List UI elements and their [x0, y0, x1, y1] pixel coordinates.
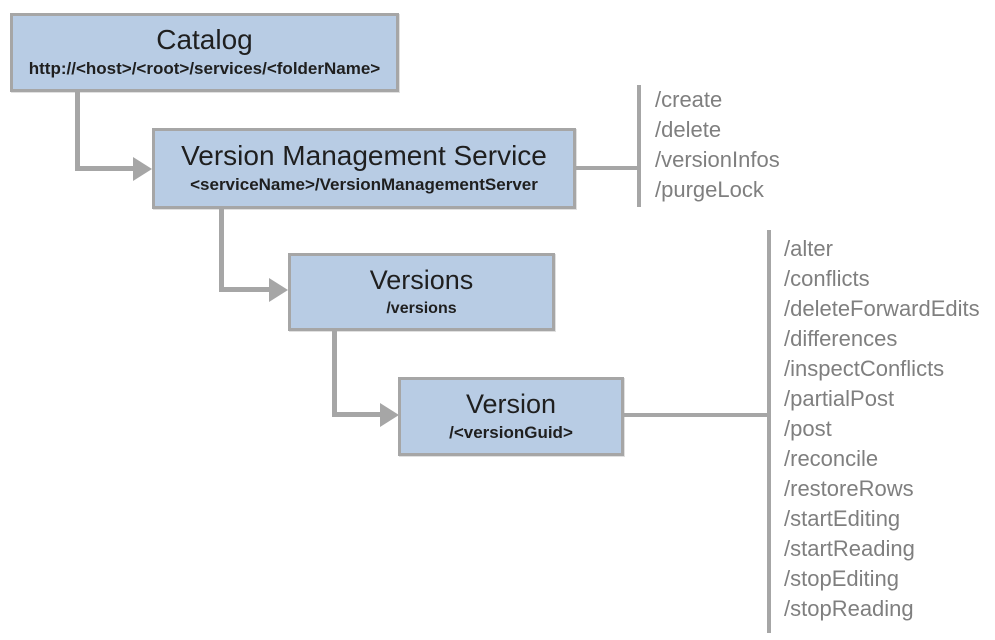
operation-item: /startReading [784, 536, 915, 561]
connector-catalog-to-vms-vertical [75, 91, 80, 171]
operation-item: /stopReading [784, 596, 914, 621]
node-versions: Versions /versions [288, 253, 555, 331]
node-catalog: Catalog http://<host>/<root>/services/<f… [10, 13, 399, 92]
operation-item: /versionInfos [655, 147, 780, 172]
node-versions-url: /versions [386, 299, 457, 317]
arrow-right-icon [380, 403, 399, 427]
node-catalog-title: Catalog [156, 24, 253, 56]
connector-vms-to-versions-vertical [219, 209, 224, 292]
connector-versions-to-version-horizontal [332, 412, 382, 417]
operation-item: /differences [784, 326, 898, 351]
node-version-url: /<versionGuid> [449, 422, 573, 442]
operation-item: /startEditing [784, 506, 901, 531]
node-catalog-url: http://<host>/<root>/services/<folderNam… [28, 59, 381, 79]
operation-item: /create [655, 87, 723, 112]
operation-item: /reconcile [784, 446, 879, 471]
operation-item: /purgeLock [655, 177, 764, 202]
operation-item: /post [784, 416, 832, 441]
operation-item: /inspectConflicts [784, 356, 945, 381]
connector-versions-to-version-vertical [332, 331, 337, 417]
node-version: Version /<versionGuid> [398, 377, 624, 456]
operations-list-version: /alter/conflicts/deleteForwardEdits/diff… [784, 234, 980, 624]
connector-version-to-operations-horizontal [624, 413, 769, 417]
operation-item: /alter [784, 236, 833, 261]
arrow-right-icon [133, 157, 152, 181]
operation-item: /conflicts [784, 266, 870, 291]
operation-item: /deleteForwardEdits [784, 296, 980, 321]
operation-item: /restoreRows [784, 476, 914, 501]
connector-vms-to-versions-horizontal [219, 287, 271, 292]
operation-item: /partialPost [784, 386, 895, 411]
node-version-management-service: Version Management Service <serviceName>… [152, 128, 576, 209]
node-vms-url: <serviceName>/VersionManagementServer [190, 175, 538, 195]
connector-vms-to-operations-horizontal [576, 166, 639, 170]
connector-catalog-to-vms-horizontal [75, 166, 135, 171]
operations-list-vms-bracket [637, 85, 641, 207]
operations-list-vms: /create/delete/versionInfos/purgeLock [655, 85, 780, 205]
arrow-right-icon [269, 278, 288, 302]
operation-item: /delete [655, 117, 722, 142]
node-version-title: Version [465, 388, 557, 419]
node-vms-title: Version Management Service [181, 140, 547, 172]
operations-list-version-bracket [767, 230, 771, 633]
operation-item: /stopEditing [784, 566, 899, 591]
node-versions-title: Versions [369, 265, 474, 296]
